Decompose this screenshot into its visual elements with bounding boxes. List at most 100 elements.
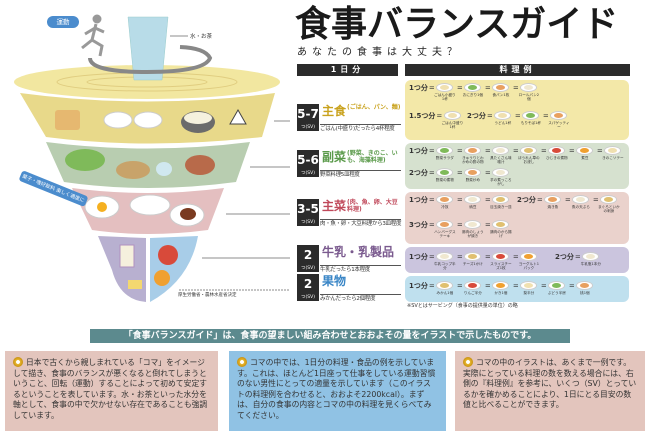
group-name: 主食 [322, 104, 347, 118]
equals-sign: = [456, 196, 463, 204]
dish-icon [572, 195, 590, 204]
serving-row: 2つ分=うどん1杯=もりそば1杯=スパゲッティー [467, 111, 570, 130]
serving-unit: つ(SV) [297, 170, 319, 177]
serving-row: 1つ分=ごはん小盛り1杯=おにぎり1個=食パン1枚=ロールパン2個 [409, 83, 540, 102]
serving-row: 2つ分=牛乳瓶1本分 [555, 252, 602, 266]
group-subtitle: (ごはん、パン、麺) [347, 104, 401, 111]
equals-sign: = [456, 84, 463, 92]
food-name: 冷奴 [441, 205, 449, 209]
group-name: 牛乳・乳製品 [322, 245, 395, 259]
food-name: ごはん小盛り1杯 [434, 93, 456, 102]
equals-sign: = [574, 253, 581, 261]
dish-icon [548, 281, 566, 290]
equals-sign: = [436, 112, 443, 120]
food-name: りんご半分 [463, 291, 482, 295]
food-name: チーズ1かけ [462, 262, 483, 266]
equals-sign: = [512, 147, 519, 155]
food-name: ハンバーグステーキ [434, 230, 456, 239]
food-name: 納豆 [469, 205, 477, 209]
dish-icon [436, 252, 454, 261]
food-name: 目玉焼き一皿 [490, 205, 512, 209]
serving-range: 3-5 [297, 199, 319, 219]
food-example: 野菜炒め [462, 168, 484, 182]
equals-sign: = [592, 196, 599, 204]
food-example: ヨーグルト1パック [518, 252, 540, 271]
food-name: 焼き魚 [547, 205, 559, 209]
info-text: 日本で古くから親しまれている「コマ」をイメージして描き、食事のバランスが悪くなる… [13, 358, 208, 420]
equals-sign: = [428, 84, 435, 92]
food-name: ほうれん草のお浸し [518, 156, 540, 165]
equals-sign: = [540, 282, 547, 290]
equals-sign: = [428, 253, 435, 261]
exercise-label: 運動 [47, 16, 79, 28]
food-example: 鶏肉のから揚げ [490, 220, 512, 239]
food-example: 魚の天ぷら [570, 195, 592, 209]
food-name: ごはん中盛り1杯 [441, 121, 464, 130]
food-example: 納豆 [462, 195, 484, 209]
leader-lines [170, 35, 290, 291]
food-example: ハンバーグステーキ [434, 220, 456, 239]
info-banner: 「食事バランスガイド」は、食事の望ましい組み合わせとおおよその量をイラストで示し… [90, 329, 570, 343]
dish-icon [492, 220, 510, 229]
food-name: きゅうりとわかめの酢の物 [462, 156, 484, 165]
group-description: 牛乳だったら1本程度 [320, 265, 401, 274]
food-name: 野菜炒め [465, 178, 481, 182]
info-text: コマの中では、1日分の料理・食品の例を示しています。これは、ほとんど1日座って仕… [237, 358, 436, 420]
group-description: 野菜料理5皿程度 [320, 170, 401, 179]
equals-sign: = [428, 221, 435, 229]
dish-icon [492, 195, 510, 204]
food-name: 牛乳コップ半分 [434, 262, 456, 271]
serving-unit: つ(SV) [297, 124, 319, 131]
food-name: 芋の煮っころがし [490, 178, 512, 187]
examples-panel-4: 1つ分=みかん1個=りんご半分=かき1個=梨半分=ぶどう半房=桃1個 [405, 276, 629, 302]
dish-icon [600, 195, 618, 204]
equals-sign: = [514, 112, 521, 120]
serving-count: 3つ分 [409, 221, 428, 229]
serving-unit: つ(SV) [297, 219, 319, 226]
food-example: ひじきの煮物 [546, 146, 568, 160]
spinning-top-illustration [14, 14, 290, 302]
dish-icon [576, 281, 594, 290]
food-name: 鶏肉のから揚げ [490, 230, 512, 239]
food-example: もりそば1杯 [520, 111, 542, 125]
water-label: 水・お茶 [190, 34, 213, 40]
food-name: 牛乳瓶1本分 [580, 262, 601, 266]
dish-icon [492, 252, 510, 261]
food-example: 目玉焼き一皿 [490, 195, 512, 209]
serving-range: 2 [297, 274, 319, 294]
page-title: 食事バランスガイド [295, 4, 619, 45]
dish-icon [464, 168, 482, 177]
serving-unit: つ(SV) [297, 294, 319, 301]
equals-sign: = [540, 147, 547, 155]
food-example: みかん1個 [434, 281, 456, 295]
examples-panel-1: 1つ分=野菜サラダ=きゅうりとわかめの酢の物=具たくさん味噌汁=ほうれん草のお浸… [405, 143, 629, 189]
info-box-illustration: コマの中のイラストは、あくまで一例です。実際にとっている料理の数を数える場合には… [455, 351, 645, 431]
food-name: まぐろといかの刺身 [598, 205, 620, 214]
food-name: 桃1個 [580, 291, 590, 295]
info-box-top: 日本で古くから親しまれている「コマ」をイメージして描き、食事のバランスが悪くなる… [5, 351, 218, 431]
serving-count: 2つ分 [409, 169, 428, 177]
food-name: 食パン1枚 [492, 93, 510, 97]
food-example: 牛乳コップ半分 [434, 252, 456, 271]
dish-icon [464, 281, 482, 290]
runner-icon [81, 14, 105, 57]
equals-sign: = [484, 169, 491, 177]
info-text: コマの中のイラストは、あくまで一例です。実際にとっている料理の数を数える場合には… [463, 358, 637, 409]
dish-icon [494, 111, 512, 120]
equals-sign: = [484, 253, 491, 261]
info-box-examples: コマの中では、1日分の料理・食品の例を示しています。これは、ほとんど1日座って仕… [229, 351, 446, 431]
food-name: ヨーグルト1パック [518, 262, 539, 271]
group-description: ごはん(中盛り)だったら4杯程度 [320, 124, 401, 133]
dish-icon [520, 252, 538, 261]
serving-count: 1つ分 [409, 196, 428, 204]
dish-icon [436, 220, 454, 229]
serving-count: 2つ分 [467, 112, 486, 120]
water-glass-icon [127, 16, 169, 81]
food-name: スパゲッティー [548, 121, 570, 130]
serving-row: 1つ分=冷奴=納豆=目玉焼き一皿 [409, 195, 512, 209]
serving-count: 1つ分 [409, 282, 428, 290]
serving-count: 1つ分 [409, 147, 428, 155]
dish-icon [520, 146, 538, 155]
food-example: 煮豆 [574, 146, 596, 160]
